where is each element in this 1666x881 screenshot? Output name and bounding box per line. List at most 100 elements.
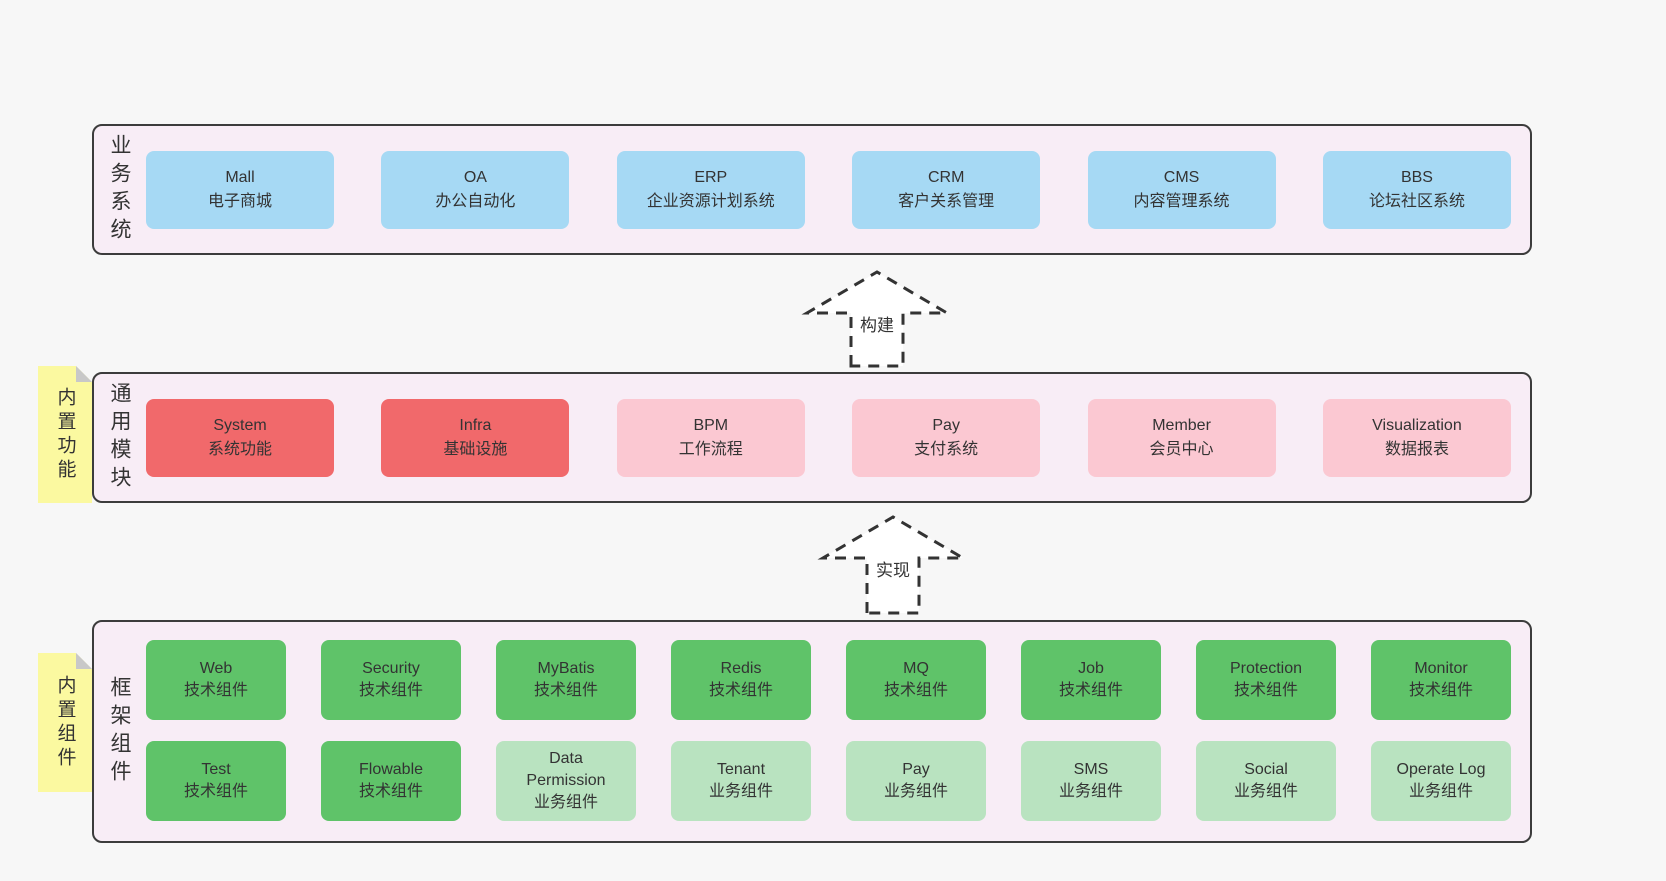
note-fold-corner-icon <box>76 366 92 382</box>
box-subtitle: 业务组件 <box>1408 783 1473 800</box>
band-framework-components: 框架组件 Web 技术组件 Security 技术组件 MyBatis 技术组件… <box>92 620 1532 843</box>
box-subtitle: 办公自动化 <box>435 192 516 210</box>
box-name: Social <box>1244 761 1288 778</box>
box-subtitle: 技术组件 <box>358 682 423 699</box>
box-name: MQ <box>903 660 929 677</box>
box-name: ERP <box>694 168 728 186</box>
box-name: Redis <box>720 660 762 677</box>
band-label-framework-components: 框架组件 <box>108 675 131 788</box>
box-subtitle: 客户关系管理 <box>898 192 995 210</box>
box-name: CRM <box>927 168 965 186</box>
note-label: 内置组件 <box>54 674 76 771</box>
business-systems-row: Mall 电子商城 OA 办公自动化 ERP 企业资源计划系统 CRM 客户关系… <box>146 150 1511 229</box>
box-subtitle: 系统功能 <box>207 440 272 458</box>
box-subtitle: 技术组件 <box>708 682 773 699</box>
box-name: Web <box>199 660 233 677</box>
box-name: Job <box>1078 660 1104 677</box>
dashed-up-arrow-implement: 实现 <box>817 515 969 615</box>
band-label-business-systems: 业务系统 <box>108 133 131 246</box>
box-tenant: Tenant 业务组件 <box>671 741 811 821</box>
box-subtitle: 技术组件 <box>1058 682 1123 699</box>
box-subtitle: 业务组件 <box>1233 783 1298 800</box>
box-job: Job 技术组件 <box>1021 640 1161 720</box>
box-oa: OA 办公自动化 <box>381 150 570 229</box>
box-name: CMS <box>1163 168 1200 186</box>
box-redis: Redis 技术组件 <box>671 640 811 720</box>
box-name: MyBatis <box>537 660 595 677</box>
box-name: Visualization <box>1372 416 1462 434</box>
box-name: Data Permission <box>526 750 606 789</box>
box-member: Member 会员中心 <box>1087 398 1276 477</box>
arrow-label-implement: 实现 <box>876 561 910 580</box>
box-name: SMS <box>1073 761 1109 778</box>
box-subtitle: 技术组件 <box>1233 682 1298 699</box>
box-name: Test <box>201 761 231 778</box>
box-infra: Infra 基础设施 <box>381 398 570 477</box>
box-name: OA <box>463 168 487 186</box>
box-mq: MQ 技术组件 <box>846 640 986 720</box>
box-subtitle: 工作流程 <box>678 440 743 458</box>
box-test: Test 技术组件 <box>146 741 286 821</box>
box-name: BBS <box>1400 168 1433 186</box>
box-security: Security 技术组件 <box>321 640 461 720</box>
box-subtitle: 企业资源计划系统 <box>646 192 775 210</box>
up-arrow-icon <box>817 515 969 615</box>
box-subtitle: 技术组件 <box>883 682 948 699</box>
note-label: 内置功能 <box>54 386 76 483</box>
box-subtitle: 技术组件 <box>533 682 598 699</box>
band-common-modules: 通用模块 System 系统功能 Infra 基础设施 BPM 工作流程 Pay… <box>92 372 1532 503</box>
box-erp: ERP 企业资源计划系统 <box>616 150 805 229</box>
box-subtitle: 业务组件 <box>533 794 598 811</box>
box-protection: Protection 技术组件 <box>1196 640 1336 720</box>
box-pay-module: Pay 支付系统 <box>852 398 1041 477</box>
box-subtitle: 技术组件 <box>358 783 423 800</box>
box-subtitle: 数据报表 <box>1384 440 1449 458</box>
box-subtitle: 技术组件 <box>1408 682 1473 699</box>
box-social: Social 业务组件 <box>1196 741 1336 821</box>
box-bbs: BBS 论坛社区系统 <box>1322 150 1511 229</box>
framework-components-rows: Web 技术组件 Security 技术组件 MyBatis 技术组件 Redi… <box>146 640 1511 821</box>
box-name: Mall <box>225 168 255 186</box>
box-subtitle: 业务组件 <box>1058 783 1123 800</box>
box-cms: CMS 内容管理系统 <box>1087 150 1276 229</box>
box-name: Pay <box>932 416 960 434</box>
box-operate-log: Operate Log 业务组件 <box>1371 741 1511 821</box>
box-name: Protection <box>1229 660 1303 677</box>
sticky-note-built-in-components: 内置组件 <box>38 653 92 792</box>
box-subtitle: 业务组件 <box>883 783 948 800</box>
box-name: Monitor <box>1414 660 1468 677</box>
band-business-systems: 业务系统 Mall 电子商城 OA 办公自动化 ERP 企业资源计划系统 CRM… <box>92 124 1532 255</box>
box-name: Pay <box>902 761 930 778</box>
box-name: Operate Log <box>1396 761 1486 778</box>
box-web: Web 技术组件 <box>146 640 286 720</box>
box-bpm: BPM 工作流程 <box>616 398 805 477</box>
box-name: Tenant <box>716 761 766 778</box>
box-crm: CRM 客户关系管理 <box>852 150 1041 229</box>
arrow-label-build: 构建 <box>860 316 894 335</box>
box-data-permission: Data Permission 业务组件 <box>496 741 636 821</box>
box-pay-component: Pay 业务组件 <box>846 741 986 821</box>
box-subtitle: 电子商城 <box>207 192 272 210</box>
band-label-common-modules: 通用模块 <box>108 381 131 494</box>
box-visualization: Visualization 数据报表 <box>1322 398 1511 477</box>
note-fold-corner-icon <box>76 653 92 669</box>
box-name: Flowable <box>358 761 424 778</box>
dashed-up-arrow-build: 构建 <box>801 270 953 368</box>
box-mybatis: MyBatis 技术组件 <box>496 640 636 720</box>
box-subtitle: 业务组件 <box>708 783 773 800</box>
box-name: Infra <box>459 416 492 434</box>
box-name: Security <box>362 660 420 677</box>
box-name: System <box>213 416 267 434</box>
box-subtitle: 论坛社区系统 <box>1368 192 1465 210</box>
box-subtitle: 技术组件 <box>183 783 248 800</box>
box-mall: Mall 电子商城 <box>146 150 334 229</box>
tech-components-row: Web 技术组件 Security 技术组件 MyBatis 技术组件 Redi… <box>146 640 1511 720</box>
box-subtitle: 会员中心 <box>1149 440 1214 458</box>
box-subtitle: 基础设施 <box>443 440 508 458</box>
box-subtitle: 内容管理系统 <box>1133 192 1230 210</box>
box-flowable: Flowable 技术组件 <box>321 741 461 821</box>
box-system: System 系统功能 <box>146 398 334 477</box>
up-arrow-icon <box>801 270 953 368</box>
common-modules-row: System 系统功能 Infra 基础设施 BPM 工作流程 Pay 支付系统… <box>146 398 1511 477</box>
